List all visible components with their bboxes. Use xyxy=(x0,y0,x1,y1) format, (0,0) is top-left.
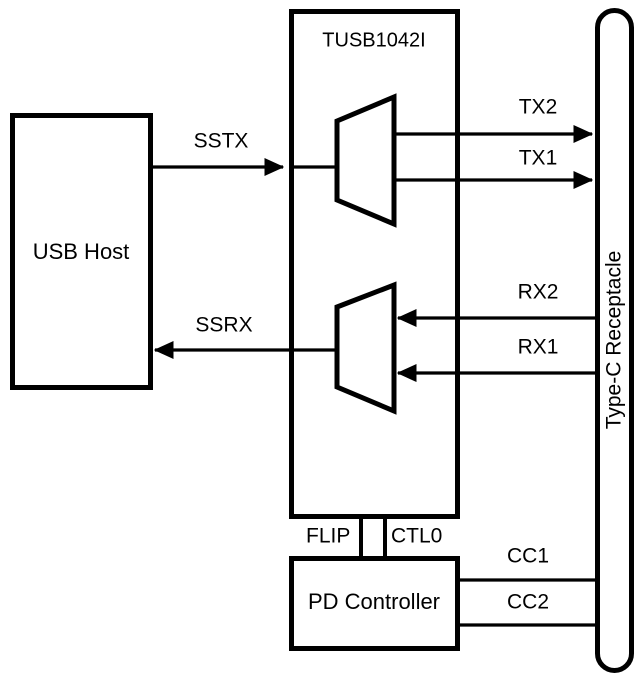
tx2-label: TX2 xyxy=(519,96,558,119)
flip-label: FLIP xyxy=(306,525,350,548)
tusb-chip-block xyxy=(289,9,460,519)
usb-host-label: USB Host xyxy=(33,239,130,264)
cc1-label: CC1 xyxy=(507,545,549,568)
cc2-label: CC2 xyxy=(507,591,549,614)
ctl0-label: CTL0 xyxy=(391,525,442,548)
pd-controller-block xyxy=(289,556,460,651)
type-c-receptacle-label: Type-C Receptacle xyxy=(603,251,626,430)
type-c-receptacle-block xyxy=(595,8,634,673)
rx1-label: RX1 xyxy=(518,336,559,359)
receive-mux-shape xyxy=(334,281,397,415)
transmit-mux-shape xyxy=(334,93,397,228)
sstx-label: SSTX xyxy=(194,130,249,153)
usb-host-block xyxy=(10,113,153,390)
ssrx-label: SSRX xyxy=(195,314,252,337)
pd-controller-label: PD Controller xyxy=(308,589,440,614)
tusb-chip-label: TUSB1042I xyxy=(322,29,425,51)
tx1-label: TX1 xyxy=(519,147,558,170)
rx2-label: RX2 xyxy=(518,281,559,304)
